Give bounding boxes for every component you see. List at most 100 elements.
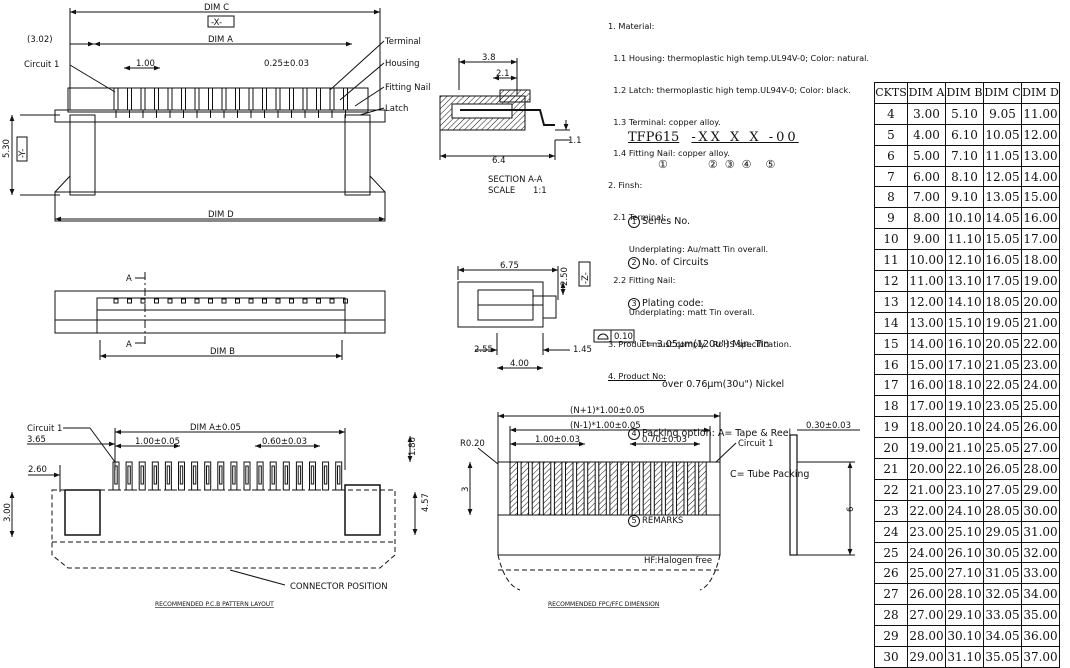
table-cell: 27.00 [907, 604, 946, 627]
table-cell: 17.05 [983, 270, 1022, 292]
table-cell: 23 [874, 499, 908, 522]
pcb-pads [112, 461, 343, 491]
offset-302: (3.02) [27, 35, 53, 45]
pcb-pad [138, 461, 146, 491]
pcb-pad-inner [310, 465, 315, 485]
table-cell: 33.05 [983, 604, 1022, 627]
table-cell: 26.00 [907, 583, 946, 606]
circle-3: ③ [724, 158, 735, 171]
table-cell: 8.00 [907, 207, 946, 230]
front-contact [316, 298, 321, 304]
front-contact [275, 298, 281, 304]
table-cell: 28.05 [983, 499, 1022, 522]
front-contact [248, 298, 254, 304]
table-cell: 6.10 [945, 123, 984, 146]
note-line: Underplating: Au/matt Tin overall. [608, 243, 769, 254]
table-cell: 8 [874, 186, 908, 209]
table-cell: 24.10 [945, 499, 984, 522]
table-cell: 13.10 [945, 270, 984, 292]
top-terminal-pin [194, 87, 200, 111]
pcb-pad [269, 461, 277, 491]
table-cell: 26 [874, 562, 908, 585]
fitting-nail-label: Fitting Nail [385, 83, 430, 93]
table-cell: 14.10 [945, 290, 984, 313]
engineering-drawing: DIM C -X- DIM A (3.02) 1.00 0.25±0.03 Ci… [2, 3, 860, 608]
table-cell: 28.00 [1021, 458, 1060, 480]
table-header-cell: DIM B [945, 82, 984, 104]
note-line: 3. Product must comply RoHS specificatio… [608, 339, 792, 349]
top-terminal-pin [235, 87, 240, 111]
table-cell: 19 [874, 416, 908, 439]
code-line: No. of Circuits [642, 256, 709, 268]
table-cell: 4.00 [907, 123, 946, 146]
dim-c-label: DIM C [204, 3, 229, 13]
table-cell: 20.10 [945, 416, 984, 439]
table-cell: 25.05 [983, 437, 1022, 460]
pcb-h1: 1.80 [408, 437, 418, 456]
note-line: 1. Material: [608, 21, 655, 32]
height-530: 5.30 [2, 139, 12, 158]
fpc-finger [509, 461, 518, 516]
table-cell: 15.05 [983, 228, 1022, 251]
fpc-finger [576, 461, 585, 516]
table-cell: 14.00 [907, 332, 946, 355]
pcb-pad-inner [127, 465, 131, 485]
dim-d-label: DIM D [208, 210, 234, 220]
pcb-h3: 3.00 [3, 503, 13, 522]
table-cell: 28.10 [945, 583, 984, 606]
pcb-pad [282, 461, 290, 491]
table-cell: 20.05 [983, 332, 1022, 355]
table-cell: 33.00 [1021, 562, 1060, 585]
circle-2: ② [707, 158, 718, 171]
front-contact [154, 298, 159, 304]
code-line: Plating code: [642, 297, 704, 309]
note-line: 4. Product No: [608, 370, 666, 381]
table-cell: 31.05 [983, 562, 1022, 585]
code-line: Series No. [642, 216, 691, 228]
pcb-circuit-1: Circuit 1 [27, 424, 62, 434]
section-h: 1.1 [568, 136, 582, 146]
table-cell: 27 [874, 583, 908, 606]
fpc-finger [609, 461, 618, 516]
table-cell: 27.05 [983, 478, 1022, 501]
pcb-pad-w: 0.60±0.03 [262, 437, 307, 447]
pcb-pad-inner [337, 465, 341, 485]
table-cell: 18.00 [1021, 249, 1060, 272]
table-cell: 12.00 [907, 290, 946, 313]
table-cell: 36.00 [1021, 625, 1060, 648]
table-cell: 18 [874, 395, 908, 418]
pcb-pad-inner [179, 465, 184, 485]
pcb-pad [256, 461, 264, 491]
table-cell: 15 [874, 332, 908, 355]
pcb-d1: 3.65 [27, 435, 46, 445]
table-cell: 21.05 [983, 353, 1022, 376]
table-cell: 29 [874, 625, 908, 648]
front-contact [113, 298, 119, 304]
pcb-caption: RECOMMENDED P.C.B PATTERN LAYOUT [155, 601, 274, 608]
table-header-cell: DIM A [907, 82, 946, 104]
table-cell: 21 [874, 458, 908, 480]
pcb-pad [178, 461, 185, 491]
table-cell: 29.10 [945, 604, 984, 627]
material-notes: 1. Material: 1.1 Housing: thermoplastic … [608, 0, 869, 392]
side-w: 6.75 [500, 261, 519, 271]
top-terminal-pin [329, 87, 335, 111]
fpc-circuit-1: Circuit 1 [738, 439, 773, 449]
section-w1: 3.8 [482, 53, 496, 63]
top-terminal-pin [221, 87, 227, 111]
pcb-pad-inner [232, 465, 236, 485]
table-cell: 18.10 [945, 374, 984, 397]
section-w2: 2.1 [496, 69, 510, 79]
table-header-cell: CKTS [874, 82, 908, 104]
table-cell: 15.10 [945, 311, 984, 334]
top-terminal-pin [343, 87, 348, 111]
table-cell: 35.00 [1021, 604, 1060, 627]
top-terminal-pin [167, 87, 173, 111]
table-cell: 17.10 [945, 353, 984, 376]
